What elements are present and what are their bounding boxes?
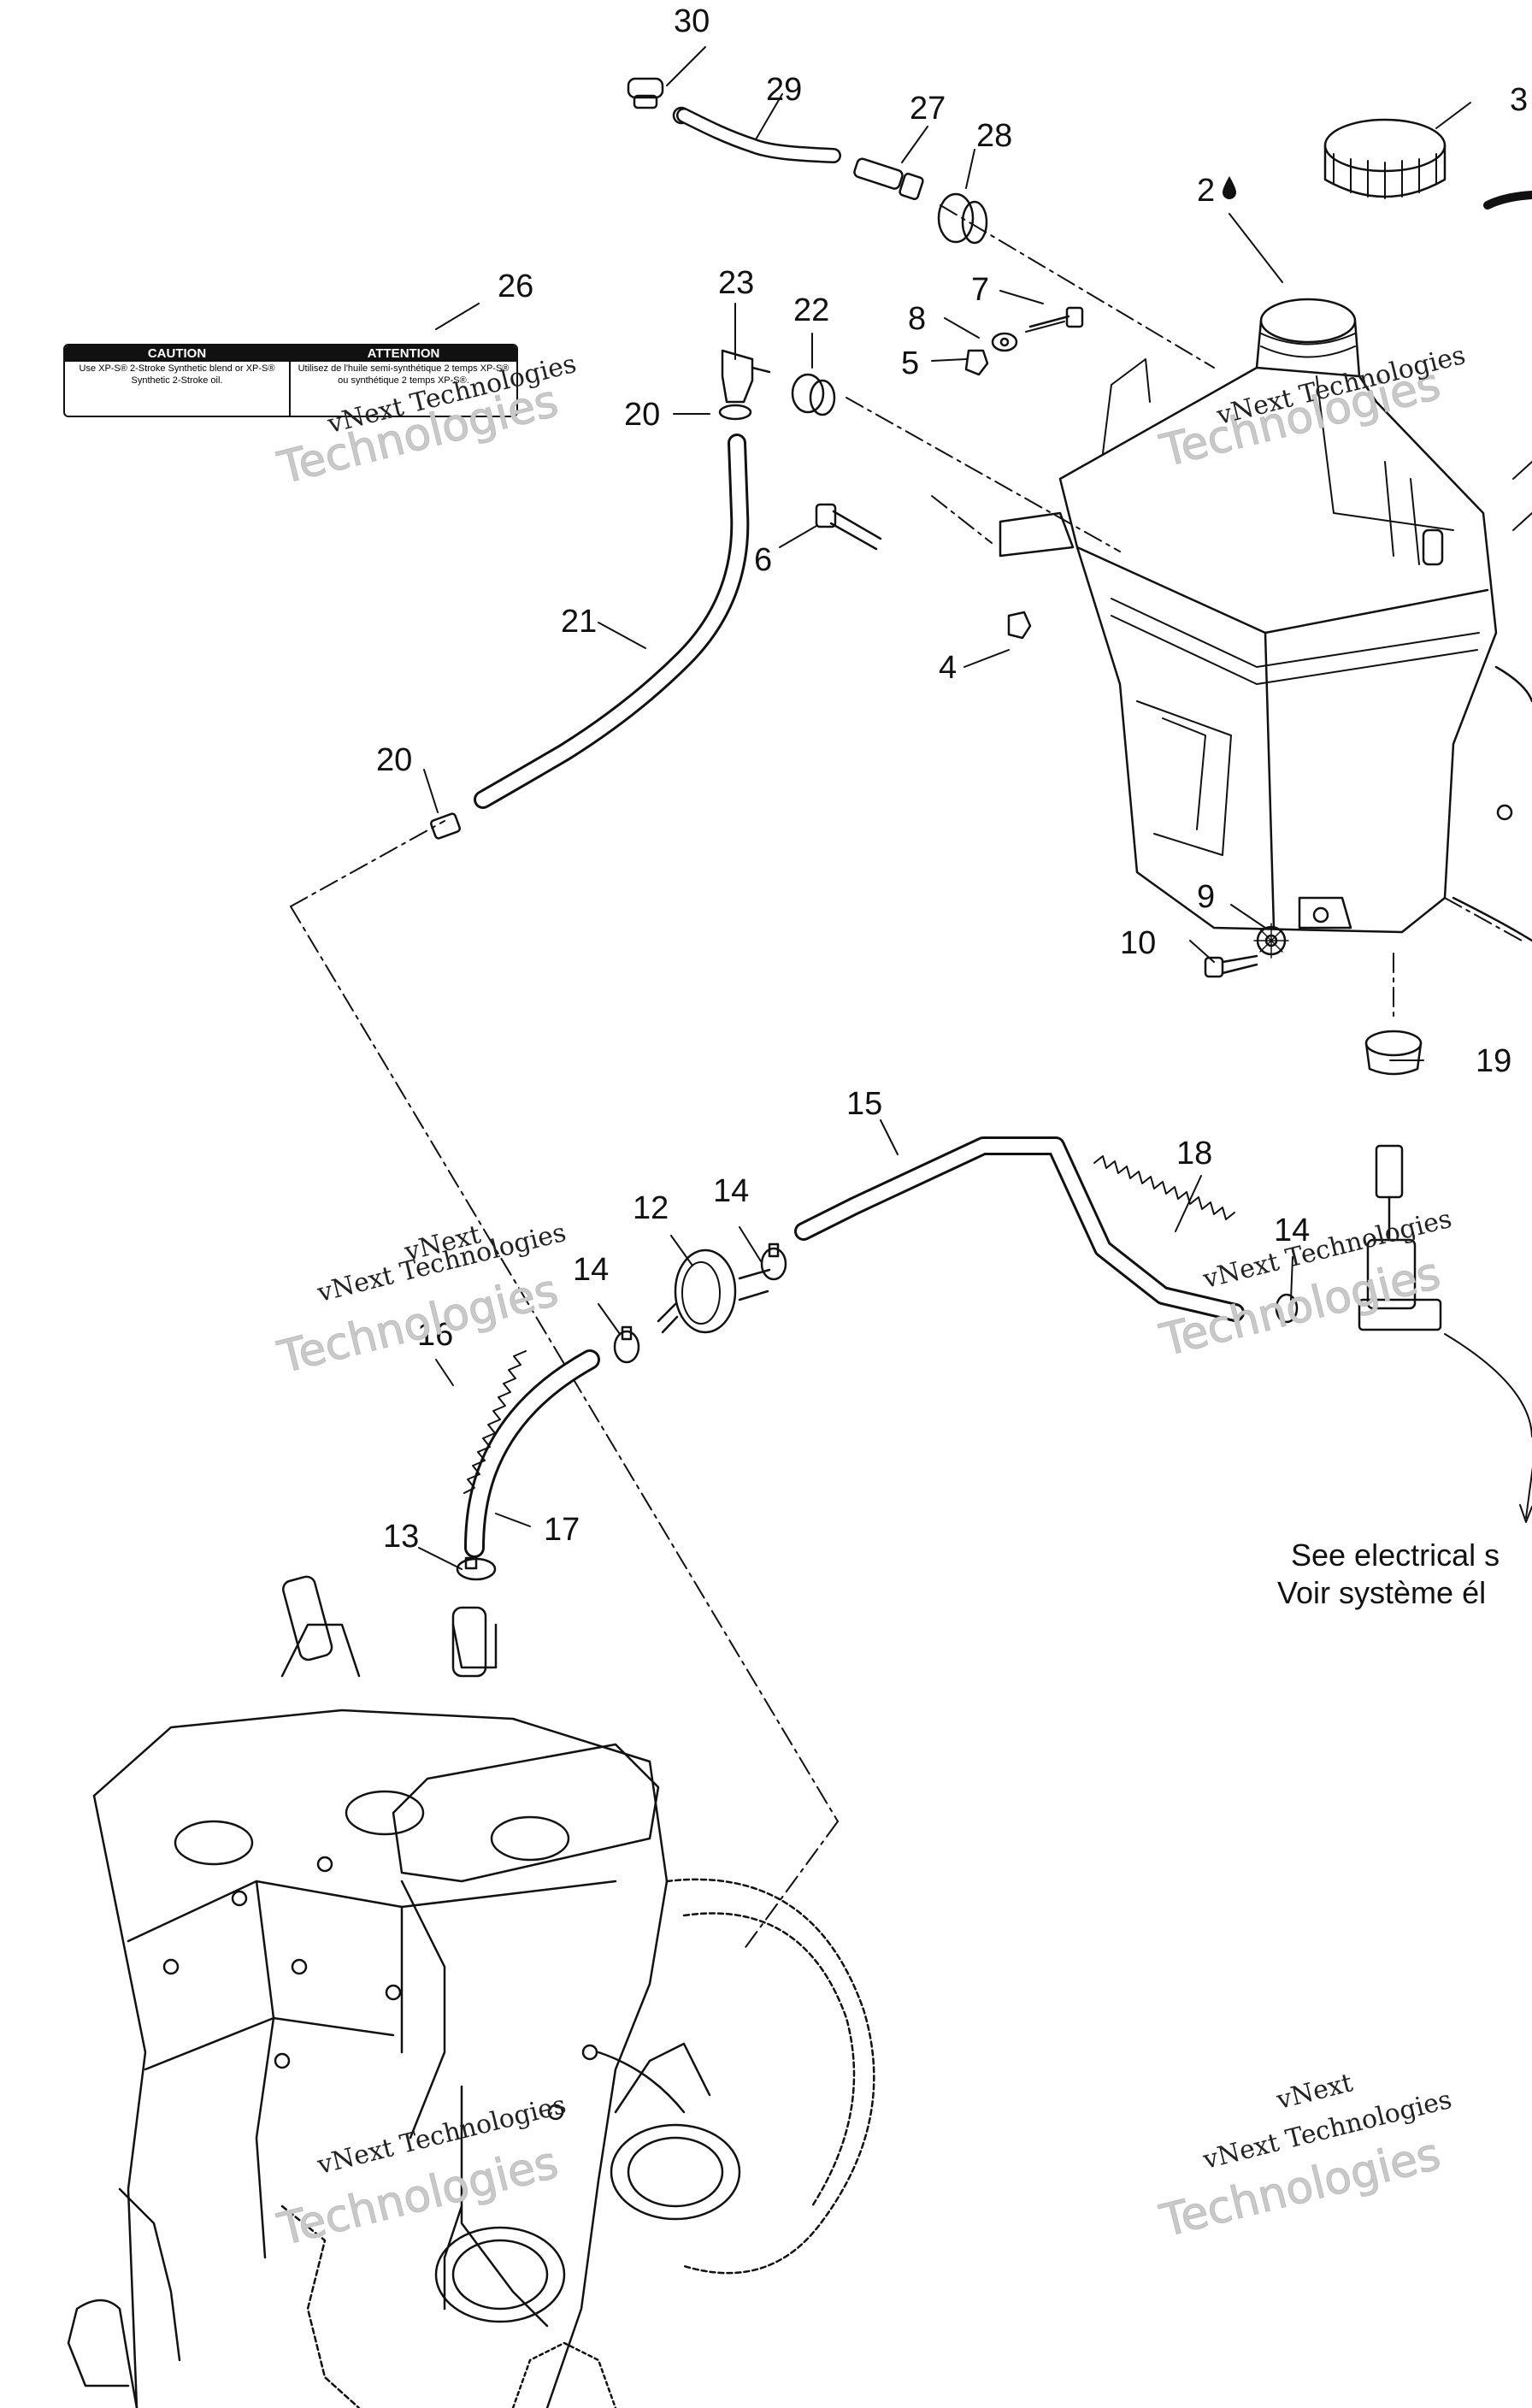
part-16-spring xyxy=(463,1350,527,1494)
callout-16: 16 xyxy=(417,1317,454,1353)
part-8-washer xyxy=(991,332,1018,352)
leader-lines xyxy=(418,46,1471,1570)
part-10-screw xyxy=(1204,954,1258,978)
part-13-clamp xyxy=(456,1556,497,1581)
part-6-bolt xyxy=(815,503,882,551)
callout-20-upper: 20 xyxy=(624,397,661,433)
callout-30: 30 xyxy=(674,3,710,39)
part-19-grommet xyxy=(1364,1030,1423,1076)
callout-23: 23 xyxy=(718,265,755,301)
caution-half: CAUTION Use XP-S® 2-Stroke Synthetic ble… xyxy=(65,345,291,416)
oil-drop-icon xyxy=(1221,176,1238,200)
callout-26: 26 xyxy=(498,269,534,304)
callout-27: 27 xyxy=(910,91,946,127)
oil-level-sensor xyxy=(1358,1144,1532,1523)
part-28-grommet xyxy=(937,192,988,245)
part-26-caution-label: CAUTION Use XP-S® 2-Stroke Synthetic ble… xyxy=(63,344,518,417)
callout-17: 17 xyxy=(544,1512,580,1548)
part-14-clamp-b xyxy=(613,1325,640,1364)
part-5-nut xyxy=(964,349,989,376)
part-20-clamp-upper xyxy=(718,404,752,421)
part-14-clamp-c xyxy=(1275,1293,1299,1324)
callout-5: 5 xyxy=(901,345,920,381)
callout-18: 18 xyxy=(1176,1136,1213,1172)
callout-20-lower: 20 xyxy=(376,742,413,778)
part-9-star-washer xyxy=(1253,923,1289,959)
oil-tank xyxy=(999,298,1532,942)
callout-22: 22 xyxy=(793,292,830,328)
part-29-hose xyxy=(676,108,841,163)
callout-9: 9 xyxy=(1197,879,1216,915)
callout-14-mid: 14 xyxy=(713,1173,750,1209)
part-14-clamp-a xyxy=(760,1242,787,1281)
part-15-hose xyxy=(794,1136,1245,1322)
callout-28: 28 xyxy=(976,118,1013,154)
attention-text: Utilisez de l'huile semi-synthétique 2 t… xyxy=(298,363,510,386)
callout-15: 15 xyxy=(846,1086,883,1122)
electrical-note-line-2: Voir système él xyxy=(1277,1575,1487,1610)
callout-4: 4 xyxy=(939,650,958,686)
part-22-grommet xyxy=(791,373,836,416)
callout-7: 7 xyxy=(971,272,990,308)
part-17-hose xyxy=(464,1349,600,1558)
part-7-bolt xyxy=(1025,306,1084,333)
callout-6: 6 xyxy=(754,542,773,578)
caution-title: CAUTION xyxy=(65,345,289,362)
part-18-spring xyxy=(1093,1155,1235,1220)
callout-8: 8 xyxy=(908,301,927,337)
callout-29: 29 xyxy=(766,72,803,108)
callout-21: 21 xyxy=(561,604,598,640)
caution-text: Use XP-S® 2-Stroke Synthetic blend or XP… xyxy=(79,363,275,386)
attention-half: ATTENTION Utilisez de l'huile semi-synth… xyxy=(291,345,516,416)
part-20-clamp-lower xyxy=(430,812,461,840)
electrical-note-line-1: See electrical s xyxy=(1291,1537,1500,1573)
part-21-hose xyxy=(474,434,750,809)
assembly-center-lines xyxy=(290,204,1523,1951)
callout-19: 19 xyxy=(1476,1043,1512,1079)
callout-10: 10 xyxy=(1120,925,1157,961)
part-23-elbow xyxy=(721,349,771,404)
callout-14-left: 14 xyxy=(573,1252,610,1288)
callout-3: 3 xyxy=(1510,82,1529,118)
callout-2: 2 xyxy=(1197,173,1216,209)
part-3-cap xyxy=(1323,118,1532,210)
part-12-filter xyxy=(657,1248,771,1334)
part-27-check-valve xyxy=(853,157,924,200)
callout-12: 12 xyxy=(633,1190,669,1226)
part-4-nut xyxy=(1007,611,1032,640)
callout-14-right: 14 xyxy=(1274,1213,1311,1248)
attention-title: ATTENTION xyxy=(291,345,516,362)
engine-assembly xyxy=(67,1575,875,2408)
callout-13: 13 xyxy=(383,1519,420,1555)
